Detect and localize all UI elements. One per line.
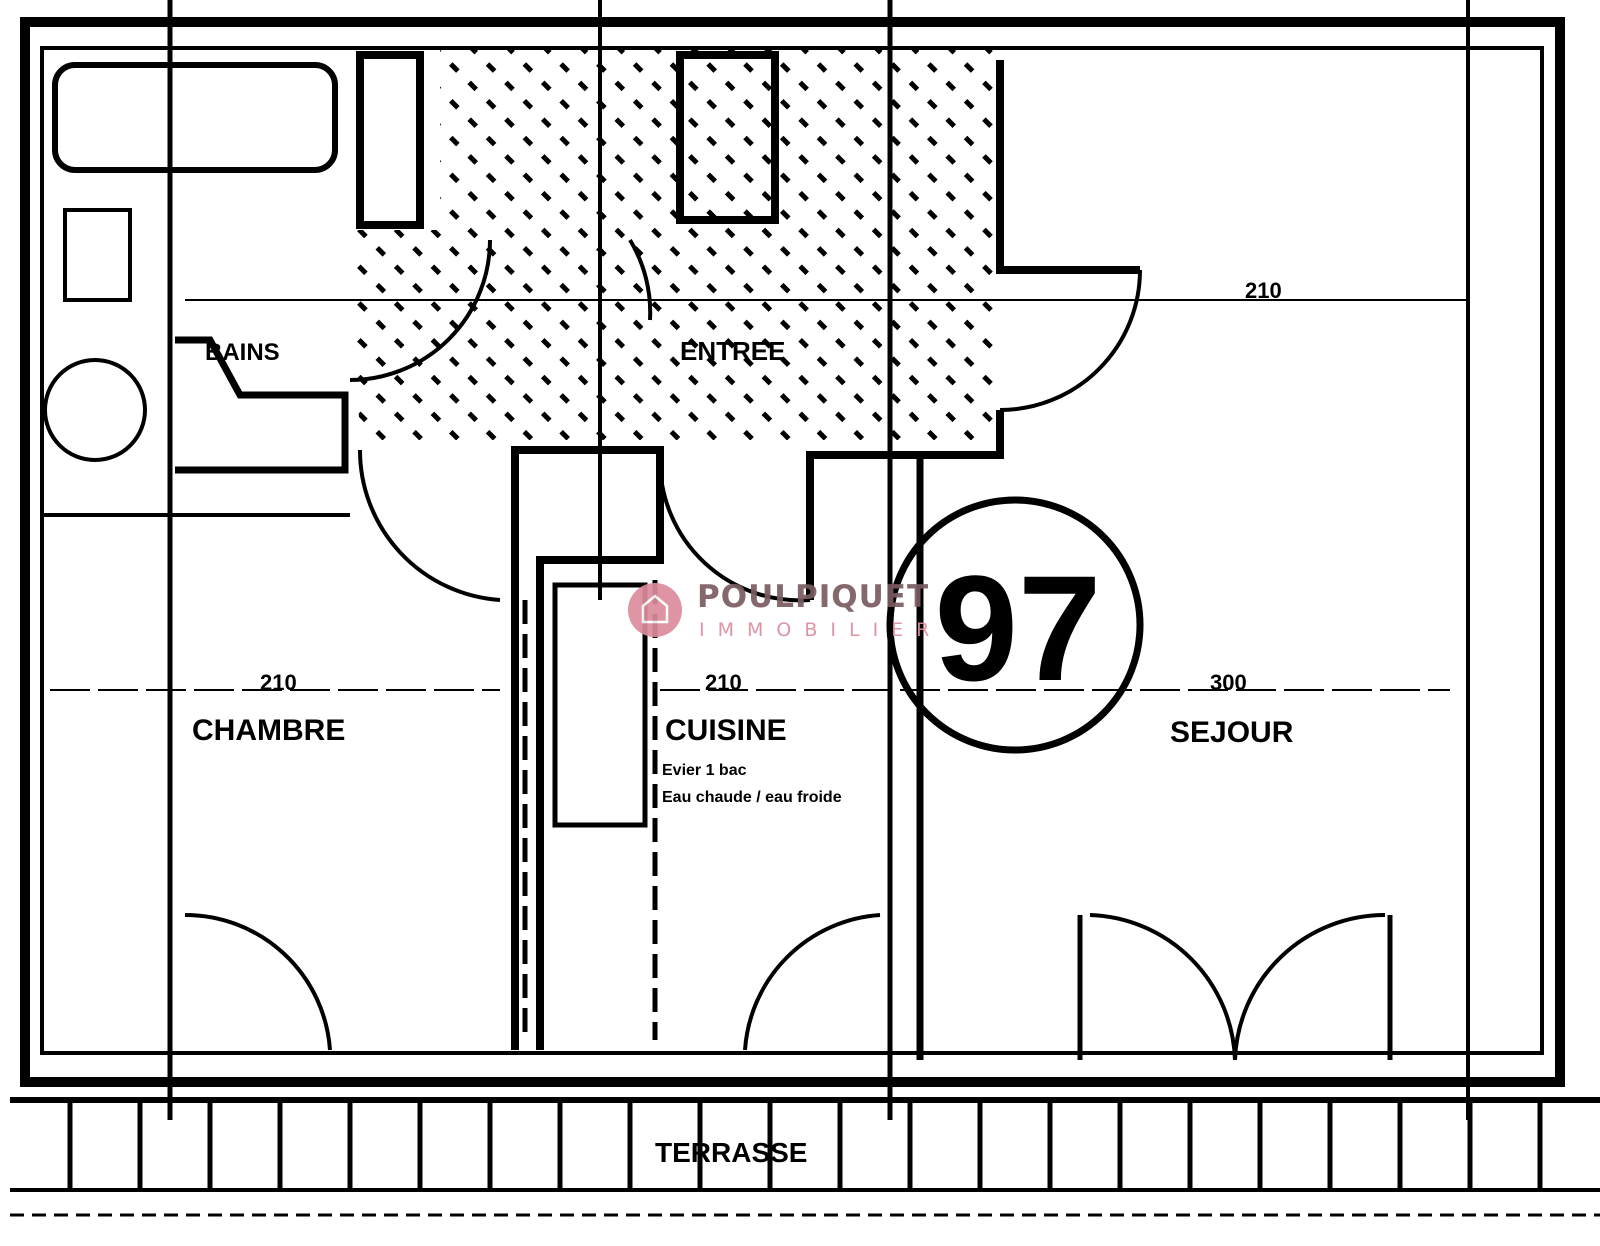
entrance-hatched-floor (350, 50, 1000, 440)
house-logo-icon (628, 583, 682, 637)
room-label-entrance: ENTREE (680, 336, 785, 366)
room-label-bedroom: CHAMBRE (192, 714, 345, 747)
dimension-bedroom: 210 (260, 670, 297, 695)
terrace-railing (67, 1100, 1543, 1190)
lot-number: 97 (935, 544, 1102, 712)
watermark-logo: POULPIQUET IMMOBILIER (628, 579, 942, 641)
lot-number-circle (886, 496, 1144, 754)
room-label-bathroom: BAINS (205, 339, 280, 366)
dimension-living: 300 (1210, 670, 1247, 695)
room-label-living: SEJOUR (1170, 716, 1294, 749)
dimension-kitchen: 210 (705, 670, 742, 695)
dimension-entrance: 210 (1245, 278, 1282, 303)
walls (10, 0, 1600, 1217)
room-label-kitchen: CUISINE (665, 714, 787, 747)
watermark-tagline: IMMOBILIER (699, 619, 942, 641)
watermark-brand: POULPIQUET (697, 579, 929, 615)
kitchen-note-water: Eau chaude / eau froide (662, 789, 842, 806)
room-label-terrace: TERRASSE (655, 1137, 807, 1168)
kitchen-note-sink: Evier 1 bac (662, 762, 747, 779)
